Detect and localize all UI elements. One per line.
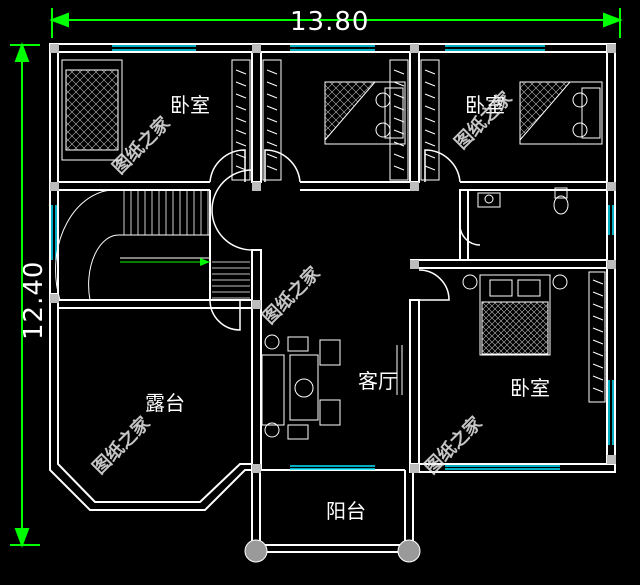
stair-treads [123,190,209,235]
drawing-stroke [266,129,278,135]
stair-arrow-head [200,258,210,266]
furniture [61,59,603,440]
width-dimension-label: 13.80 [290,7,369,37]
drawing-stroke [393,69,405,75]
drawing-stroke [592,351,604,357]
drawing-stroke [592,375,604,381]
drawing-stroke [592,303,604,309]
drawing-stroke [235,117,247,123]
drawing-stroke [592,291,604,297]
drawing-stroke [592,339,604,345]
drawing-stroke [424,69,436,75]
drawing-stroke [235,93,247,99]
drawing-stroke [266,105,278,111]
watermark-4: 图纸之家 [88,411,155,478]
drawing-stroke [424,153,436,159]
room-label-bedroom-right: 卧室 [510,376,550,400]
wardrobe-hangers [235,69,604,393]
stair-treads-lower [212,261,250,299]
drawing-stroke [424,129,436,135]
drawing-stroke [266,153,278,159]
drawing-stroke [592,327,604,333]
drawing-stroke [592,315,604,321]
watermark-3: 图纸之家 [258,261,325,328]
drawing-stroke [266,81,278,87]
drawing-stroke [393,129,405,135]
drawing-stroke [393,165,405,171]
staircase [55,189,211,301]
drawing-stroke [235,165,247,171]
windows [51,45,614,470]
doors [209,149,481,331]
drawing-stroke [393,93,405,99]
columns [50,44,616,473]
drawing-stroke [235,153,247,159]
drawing-stroke [266,117,278,123]
wardrobes [231,59,606,403]
balcony-pillar-right [397,539,421,563]
drawing-stroke [424,141,436,147]
drawing-stroke [393,81,405,87]
drawing-stroke [424,93,436,99]
drawing-stroke [235,69,247,75]
drawing-stroke [235,105,247,111]
drawing-stroke [235,141,247,147]
drawing-stroke [592,363,604,369]
drawing-stroke [235,129,247,135]
room-label-living-room: 客厅 [358,369,398,393]
balcony-pillar-left [244,539,268,563]
room-label-bedroom-top-left: 卧室 [170,93,210,117]
drawing-stroke [393,117,405,123]
drawing-stroke [592,279,604,285]
drawing-stroke [266,69,278,75]
drawing-stroke [424,117,436,123]
drawing-stroke [424,165,436,171]
drawing-stroke [235,81,247,87]
drawing-stroke [266,141,278,147]
drawing-stroke [393,105,405,111]
room-label-terrace: 露台 [145,391,185,415]
height-dimension-label: 12.40 [19,261,49,340]
drawing-stroke [266,165,278,171]
room-label-bedroom-top-right: 卧室 [465,93,505,117]
drawing-stroke [424,105,436,111]
room-label-balcony: 阳台 [326,499,366,523]
drawing-stroke [592,387,604,393]
dimension-lines [10,8,623,548]
drawing-stroke [393,153,405,159]
drawing-stroke [266,93,278,99]
drawing-stroke [424,81,436,87]
